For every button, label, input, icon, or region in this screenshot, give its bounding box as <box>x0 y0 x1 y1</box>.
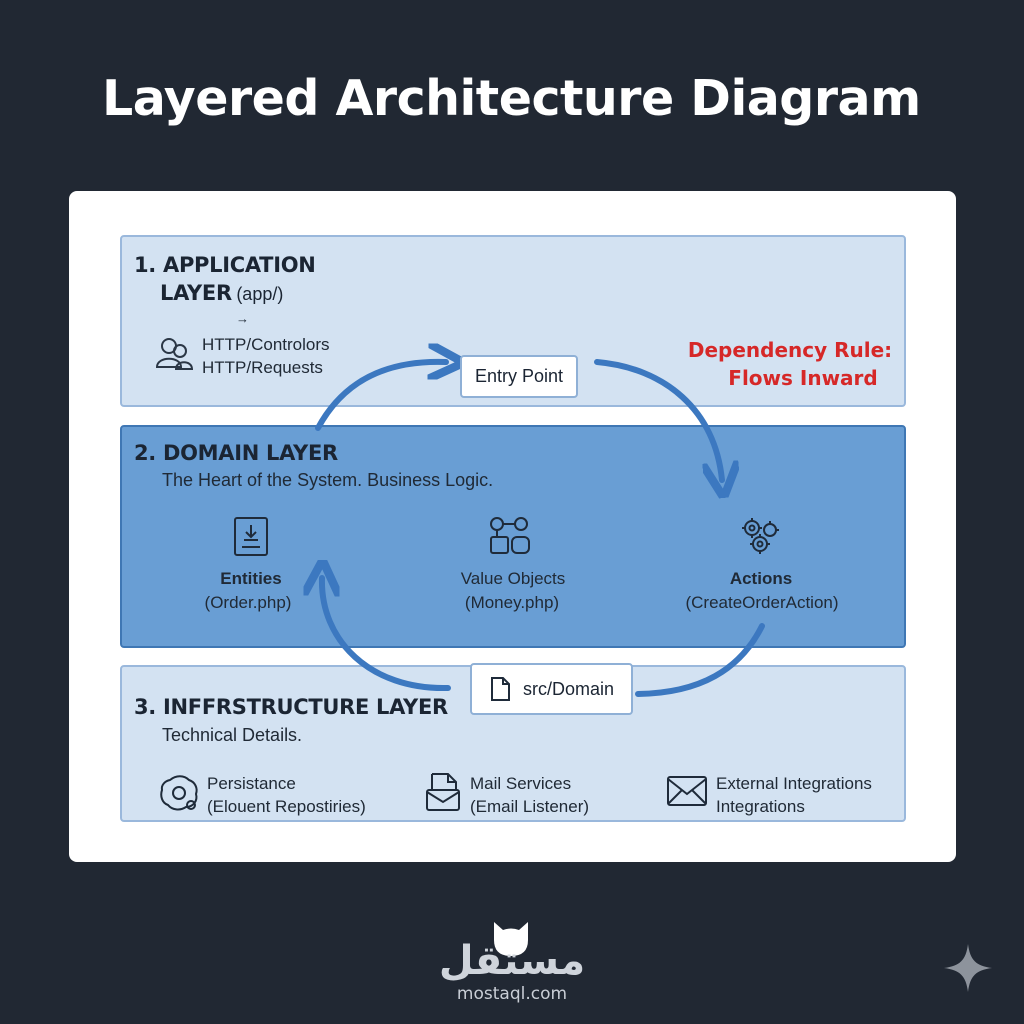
users-icon <box>155 338 194 370</box>
mostaql-url: mostaql.com <box>456 984 568 1004</box>
actions-file: (CreateOrderAction) <box>685 593 839 612</box>
entry-point-chip: Entry Point <box>460 355 578 398</box>
http-controllers-label: HTTP/Controlors <box>202 335 330 354</box>
page-title: Layered Architecture Diagram <box>102 70 921 127</box>
entities-file: (Order.php) <box>204 593 292 612</box>
arrow-entry-to-actions <box>594 359 722 480</box>
mail-services-label: Mail Services <box>470 774 572 793</box>
arrow-app-to-entry <box>315 362 446 431</box>
external-integrations-detail: Integrations <box>716 797 805 816</box>
infrastructure-layer-subtitle: Technical Details. <box>162 725 303 745</box>
value-objects-file: (Money.php) <box>464 593 560 612</box>
small-arrow: → <box>236 311 249 326</box>
dependency-rule-label: Dependency Rule: <box>687 338 893 362</box>
src-domain-chip: src/Domain <box>470 663 633 715</box>
file-icon <box>490 677 510 701</box>
entities-label: Entities <box>220 569 282 588</box>
entry-point-label: Entry Point <box>474 366 564 386</box>
flows-inward-label: Flows Inward <box>728 366 878 390</box>
shapes-icon <box>490 517 530 554</box>
external-integrations-label: External Integrations <box>716 774 872 793</box>
application-layer-title-line2: LAYER (app/) <box>160 281 284 305</box>
cat-mascot-icon <box>494 922 528 956</box>
database-gear-icon <box>160 775 198 811</box>
application-layer-path: (app/) <box>236 284 284 304</box>
domain-layer-subtitle: The Heart of the System. Business Logic. <box>162 470 494 490</box>
document-download-icon <box>234 517 268 556</box>
actions-label: Actions <box>729 569 793 588</box>
persistence-detail: (Elouent Repostiries) <box>207 797 366 816</box>
domain-layer <box>120 425 906 648</box>
mail-services-detail: (Email Listener) <box>470 797 590 816</box>
arrow-actions-to-src <box>635 623 765 697</box>
infrastructure-layer-title: 3. INFFRSTRUCTURE LAYER <box>134 695 448 719</box>
persistence-label: Persistance <box>207 774 296 793</box>
cog-cluster-icon <box>742 518 779 554</box>
application-layer-title: 1. APPLICATION <box>134 253 316 277</box>
http-requests-label: HTTP/Requests <box>202 358 323 377</box>
value-objects-label: Value Objects <box>460 569 566 588</box>
mail-document-icon <box>426 773 460 811</box>
src-domain-label: src/Domain <box>522 678 615 699</box>
arrow-src-to-entities <box>322 578 451 692</box>
envelope-icon <box>667 776 707 806</box>
sparkle-icon <box>944 944 992 992</box>
mostaql-logo-text: مستقل <box>438 938 586 984</box>
domain-layer-title: 2. DOMAIN LAYER <box>134 441 338 465</box>
